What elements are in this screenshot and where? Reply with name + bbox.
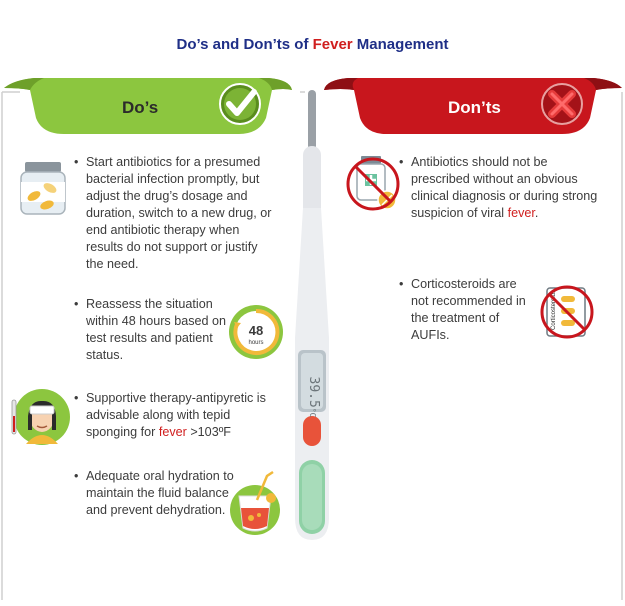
check-icon xyxy=(219,83,261,125)
svg-text:48: 48 xyxy=(249,323,263,338)
dos-item-2: •Reassess the situation within 48 hours … xyxy=(74,297,227,362)
donts-label: Don’ts xyxy=(448,98,501,117)
svg-text:Corticosteroids: Corticosteroids xyxy=(551,290,557,330)
dos-item-4: •Adequate oral hydration to maintain the… xyxy=(74,469,234,517)
drink-glass-icon xyxy=(230,470,280,535)
thermometer-reading: 39.5°C xyxy=(306,376,321,418)
svg-text:hours: hours xyxy=(248,340,263,346)
page-title: Do’s and Don’ts of Fever Management xyxy=(176,36,449,53)
thermometer-icon xyxy=(295,90,329,540)
dos-label: Do’s xyxy=(122,98,159,117)
dos-banner xyxy=(4,78,292,134)
dos-item-3: •Supportive therapy-antipyretic is advis… xyxy=(74,391,266,439)
pill-bottle-icon xyxy=(20,162,66,215)
patient-thermometer-icon xyxy=(11,389,70,445)
donts-item-2: •Corticosteroids are not recommended in … xyxy=(399,277,526,342)
no-corticosteroids-icon: Corticosteroids xyxy=(540,285,594,339)
cross-icon xyxy=(541,83,583,125)
no-antibiotics-icon xyxy=(346,156,400,211)
dos-item-1: •Start antibiotics for a presumed bacter… xyxy=(74,155,272,271)
donts-item-1: •Antibiotics should not be prescribed wi… xyxy=(399,155,598,220)
48-hours-icon: 48 hours xyxy=(229,305,283,359)
